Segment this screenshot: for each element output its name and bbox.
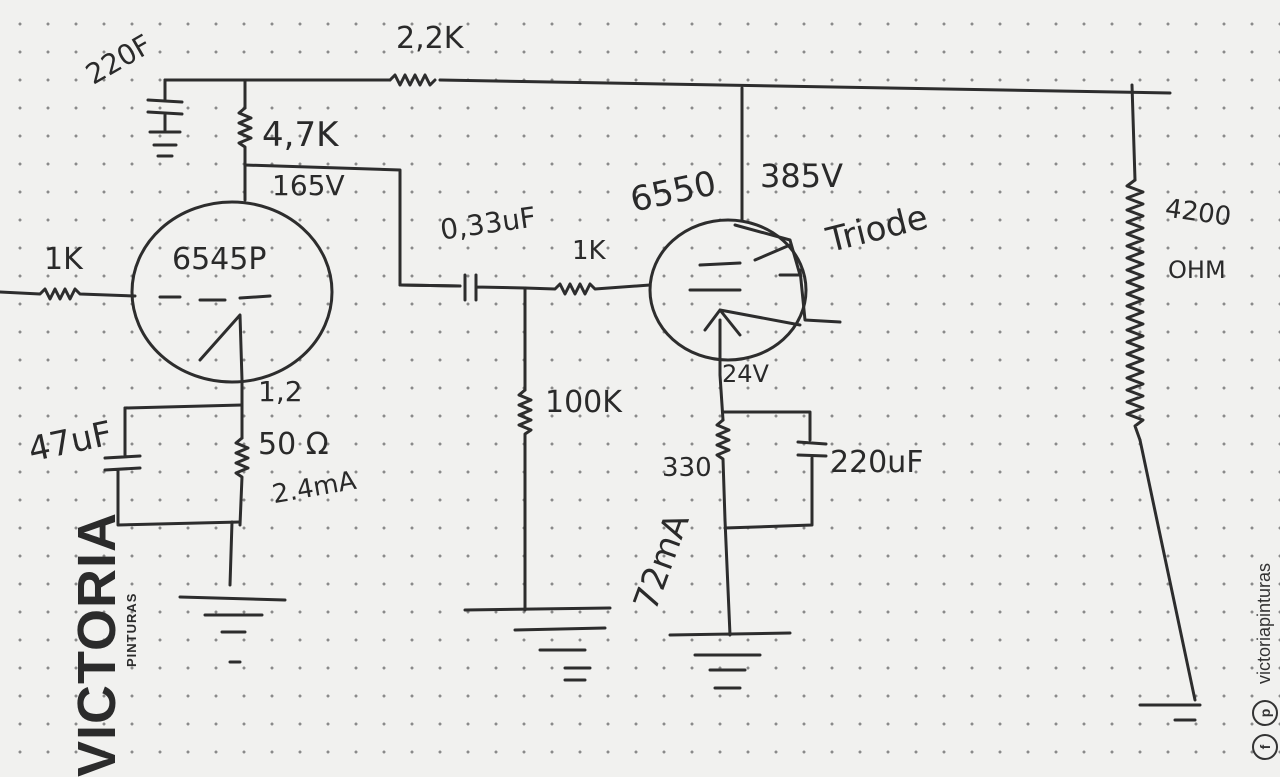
label-res-4-7k: 4,7K (262, 115, 339, 155)
facebook-icon: f (1252, 734, 1278, 760)
capacitor-47uf (103, 406, 242, 527)
resistor-4200 (1125, 178, 1145, 442)
social-handle-watermark: f p victoriapinturas (1252, 460, 1280, 760)
resistor-1k-input (0, 287, 137, 301)
b-plus-rail (163, 78, 1172, 95)
tube-6sl7 (130, 200, 334, 384)
capacitor-22uf-top (146, 78, 184, 158)
resistor-50 (234, 436, 250, 527)
label-cap-220uf: 220uF (830, 445, 924, 480)
label-volt-24v: 24V (722, 360, 769, 388)
label-res-1k-input: 1K (44, 242, 83, 277)
label-volt-165v: 165V (272, 169, 345, 202)
label-ohm: OHM (1168, 256, 1226, 284)
capacitor-0-33uf (398, 273, 527, 302)
social-handle-text: victoriapinturas (1254, 562, 1274, 684)
label-tube-6sl7: 6545P (172, 242, 267, 277)
resistor-330 (715, 418, 731, 522)
resistor-100k (517, 388, 533, 612)
label-res-2-2k: 2,2K (396, 21, 464, 56)
pinterest-icon: p (1252, 700, 1278, 726)
label-res-330: 330 (662, 453, 712, 483)
label-res-50: 50 Ω (258, 427, 329, 462)
brand-name: VICTORIA (67, 511, 127, 777)
resistor-1k-grid (523, 282, 652, 296)
label-volt-385v: 385V (760, 157, 843, 195)
brand-watermark: VICTORIA PINTURAS (66, 512, 139, 777)
resistor-2-2k (388, 73, 437, 87)
tube-6550 (648, 218, 808, 362)
brand-subtitle: PINTURAS (124, 592, 139, 667)
label-cathode-1-2: 1,2 (258, 375, 303, 408)
label-res-100k: 100K (545, 385, 622, 420)
label-res-1k-grid: 1K (572, 236, 606, 266)
resistor-4-7k (237, 106, 253, 167)
